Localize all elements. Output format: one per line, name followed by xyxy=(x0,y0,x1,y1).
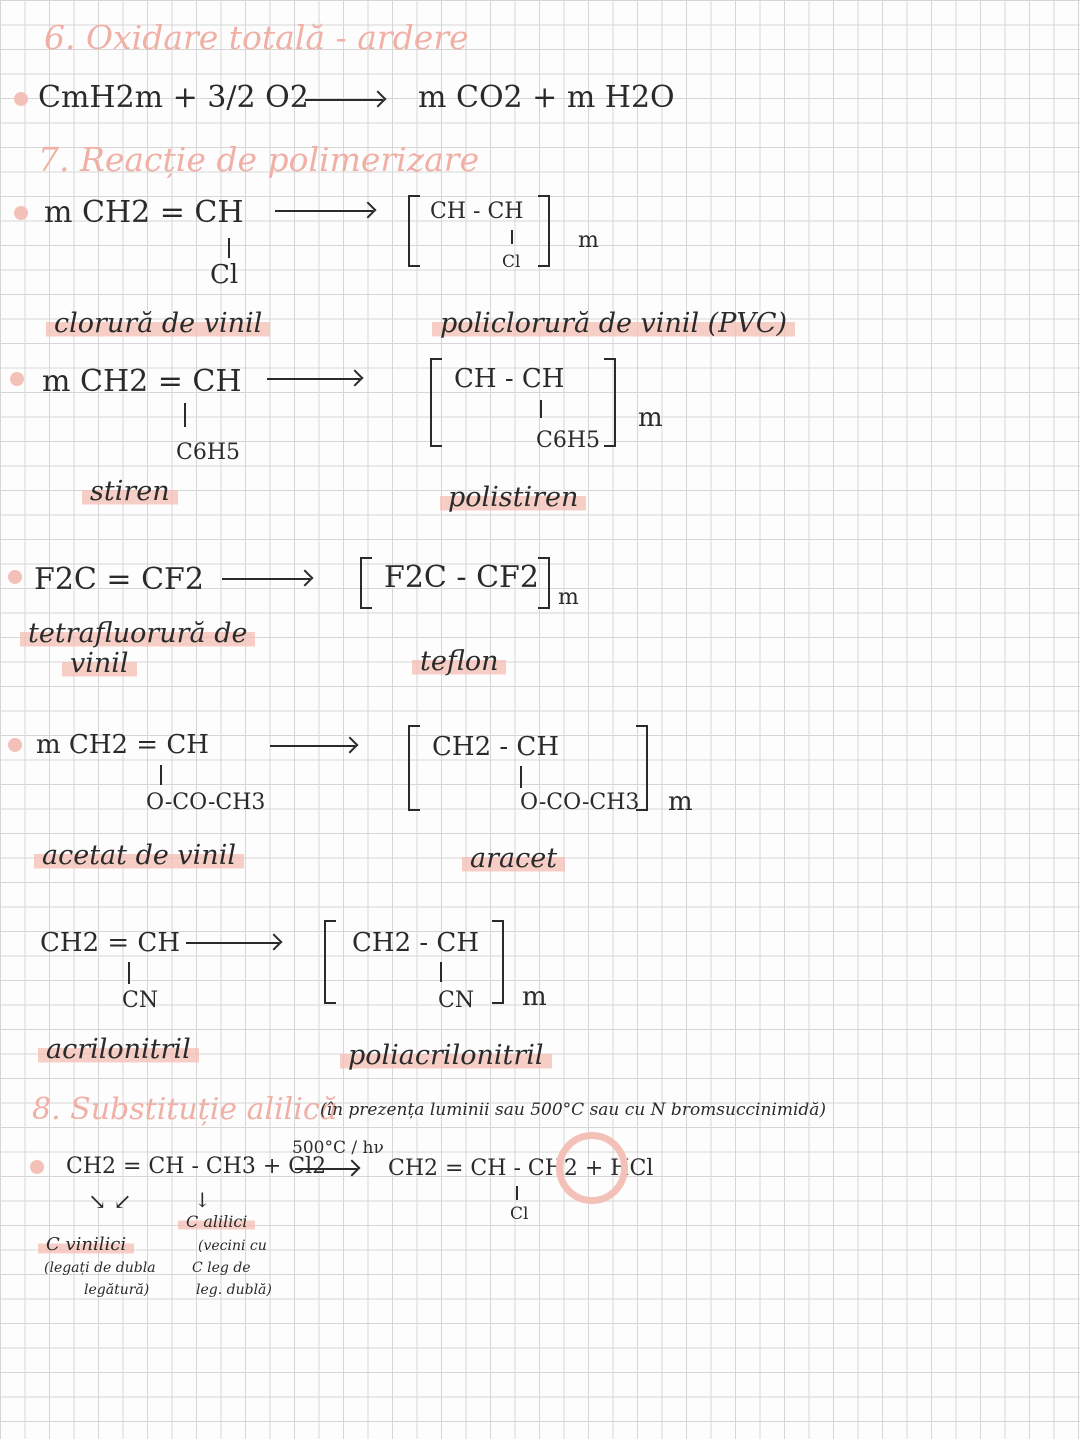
reaction-arrow xyxy=(270,745,355,747)
vinyl-acetate-formula: m CH2 = CH xyxy=(36,730,209,760)
acrylonitrile-formula: CH2 = CH xyxy=(40,928,180,958)
vinylic-note-2: legătură) xyxy=(84,1282,150,1298)
highlight-circle xyxy=(556,1132,628,1204)
bracket-right xyxy=(492,920,504,1004)
reaction-arrow xyxy=(267,378,360,380)
reaction-arrow xyxy=(186,942,279,944)
bond-line xyxy=(540,400,542,418)
substituent-cl: Cl xyxy=(210,260,239,290)
label-polystyrene: polistiren xyxy=(440,482,587,513)
allylic-note-1: (vecini cu xyxy=(198,1238,267,1254)
bracket-left xyxy=(360,557,372,609)
bullet-dot xyxy=(30,1160,44,1174)
reaction-arrow xyxy=(222,578,310,580)
polymer-index: m xyxy=(638,403,663,433)
label-vinyl-acetate: acetat de vinil xyxy=(34,840,244,871)
bracket-left xyxy=(430,358,442,447)
polystyrene-substituent: C6H5 xyxy=(536,428,601,453)
bond-line xyxy=(128,962,130,984)
label-vinyl-chloride: clorură de vinil xyxy=(46,308,271,339)
bullet-dot xyxy=(8,570,22,584)
polymer-index: m xyxy=(668,787,693,817)
substituent-acetate: O-CO-CH3 xyxy=(146,790,266,815)
label-vinylic: C vinilici xyxy=(38,1234,135,1255)
section-8-heading: 8. Substituție alilică xyxy=(32,1092,338,1127)
bullet-dot xyxy=(8,738,22,752)
bond-line xyxy=(228,238,230,258)
polymer-index: m xyxy=(558,585,579,610)
aracet-substituent: O-CO-CH3 xyxy=(520,790,640,815)
label-allylic: C alilici xyxy=(178,1212,256,1231)
bond-line xyxy=(440,962,442,982)
allylic-note-3: leg. dublă) xyxy=(196,1282,272,1298)
label-tetrafluoro-2: vinil xyxy=(62,648,137,679)
allylic-note-2: C leg de xyxy=(192,1260,251,1276)
pvc-substituent: Cl xyxy=(502,252,521,272)
section-8-note: (în prezența luminii sau 500°C sau cu N … xyxy=(320,1100,827,1120)
bracket-left xyxy=(324,920,336,1004)
label-polyacrylonitrile: poliacrilonitril xyxy=(340,1040,552,1071)
pan-repeat-unit: CH2 - CH xyxy=(352,928,479,958)
label-teflon: teflon xyxy=(412,646,507,677)
reaction-arrow xyxy=(305,99,383,101)
bond-line xyxy=(184,403,186,427)
teflon-repeat-unit: F2C - CF2 xyxy=(384,560,539,595)
reaction-arrow xyxy=(295,1168,357,1170)
label-aracet: aracet xyxy=(462,843,566,874)
bond-line xyxy=(520,766,522,788)
bullet-dot xyxy=(14,206,28,220)
section-6-heading: 6. Oxidare totală - ardere xyxy=(44,18,469,57)
vinylic-note-1: (legați de dubla xyxy=(44,1260,156,1276)
vinyl-chloride-formula: m CH2 = CH xyxy=(44,195,244,230)
styrene-formula: m CH2 = CH xyxy=(42,364,242,399)
label-pvc: policlorură de vinil (PVC) xyxy=(432,308,796,339)
label-tetrafluoro-1: tetrafluorură de xyxy=(20,618,256,649)
bullet-dot xyxy=(10,372,24,386)
bracket-left xyxy=(408,725,420,811)
vinylic-arrows: ↘ ↙ xyxy=(88,1190,132,1215)
bracket-right xyxy=(636,725,648,811)
pvc-repeat-unit: CH - CH xyxy=(430,199,524,224)
tetrafluoro-formula: F2C = CF2 xyxy=(34,562,204,597)
bond-line xyxy=(511,230,513,244)
bracket-right xyxy=(538,557,550,609)
polymer-index: m xyxy=(578,228,599,253)
polystyrene-repeat-unit: CH - CH xyxy=(454,364,565,394)
bond-line xyxy=(160,765,162,785)
product-substituent: Cl xyxy=(510,1204,529,1224)
bracket-left xyxy=(408,195,420,267)
section-7-heading: 7. Reacție de polimerizare xyxy=(38,140,480,179)
allylic-arrow: ↓ xyxy=(194,1188,211,1212)
substituent-cn: CN xyxy=(122,988,159,1013)
bond-line xyxy=(516,1186,518,1200)
pan-substituent: CN xyxy=(438,988,475,1013)
polymer-index: m xyxy=(522,982,547,1012)
substituent-phenyl: C6H5 xyxy=(176,440,241,465)
bracket-right xyxy=(604,358,616,447)
aracet-repeat-unit: CH2 - CH xyxy=(432,732,559,762)
reaction-arrow xyxy=(275,210,373,212)
bracket-right xyxy=(538,195,550,267)
label-acrylonitrile: acrilonitril xyxy=(38,1034,199,1065)
allylic-reactants: CH2 = CH - CH3 + Cl2 xyxy=(66,1154,327,1179)
reaction-condition: 500°C / hν xyxy=(292,1138,384,1158)
label-styrene: stiren xyxy=(82,476,178,507)
oxidation-reactants: CmH2m + 3/2 O2 xyxy=(38,80,309,115)
oxidation-products: m CO2 + m H2O xyxy=(418,80,675,115)
bullet-dot xyxy=(14,92,28,106)
